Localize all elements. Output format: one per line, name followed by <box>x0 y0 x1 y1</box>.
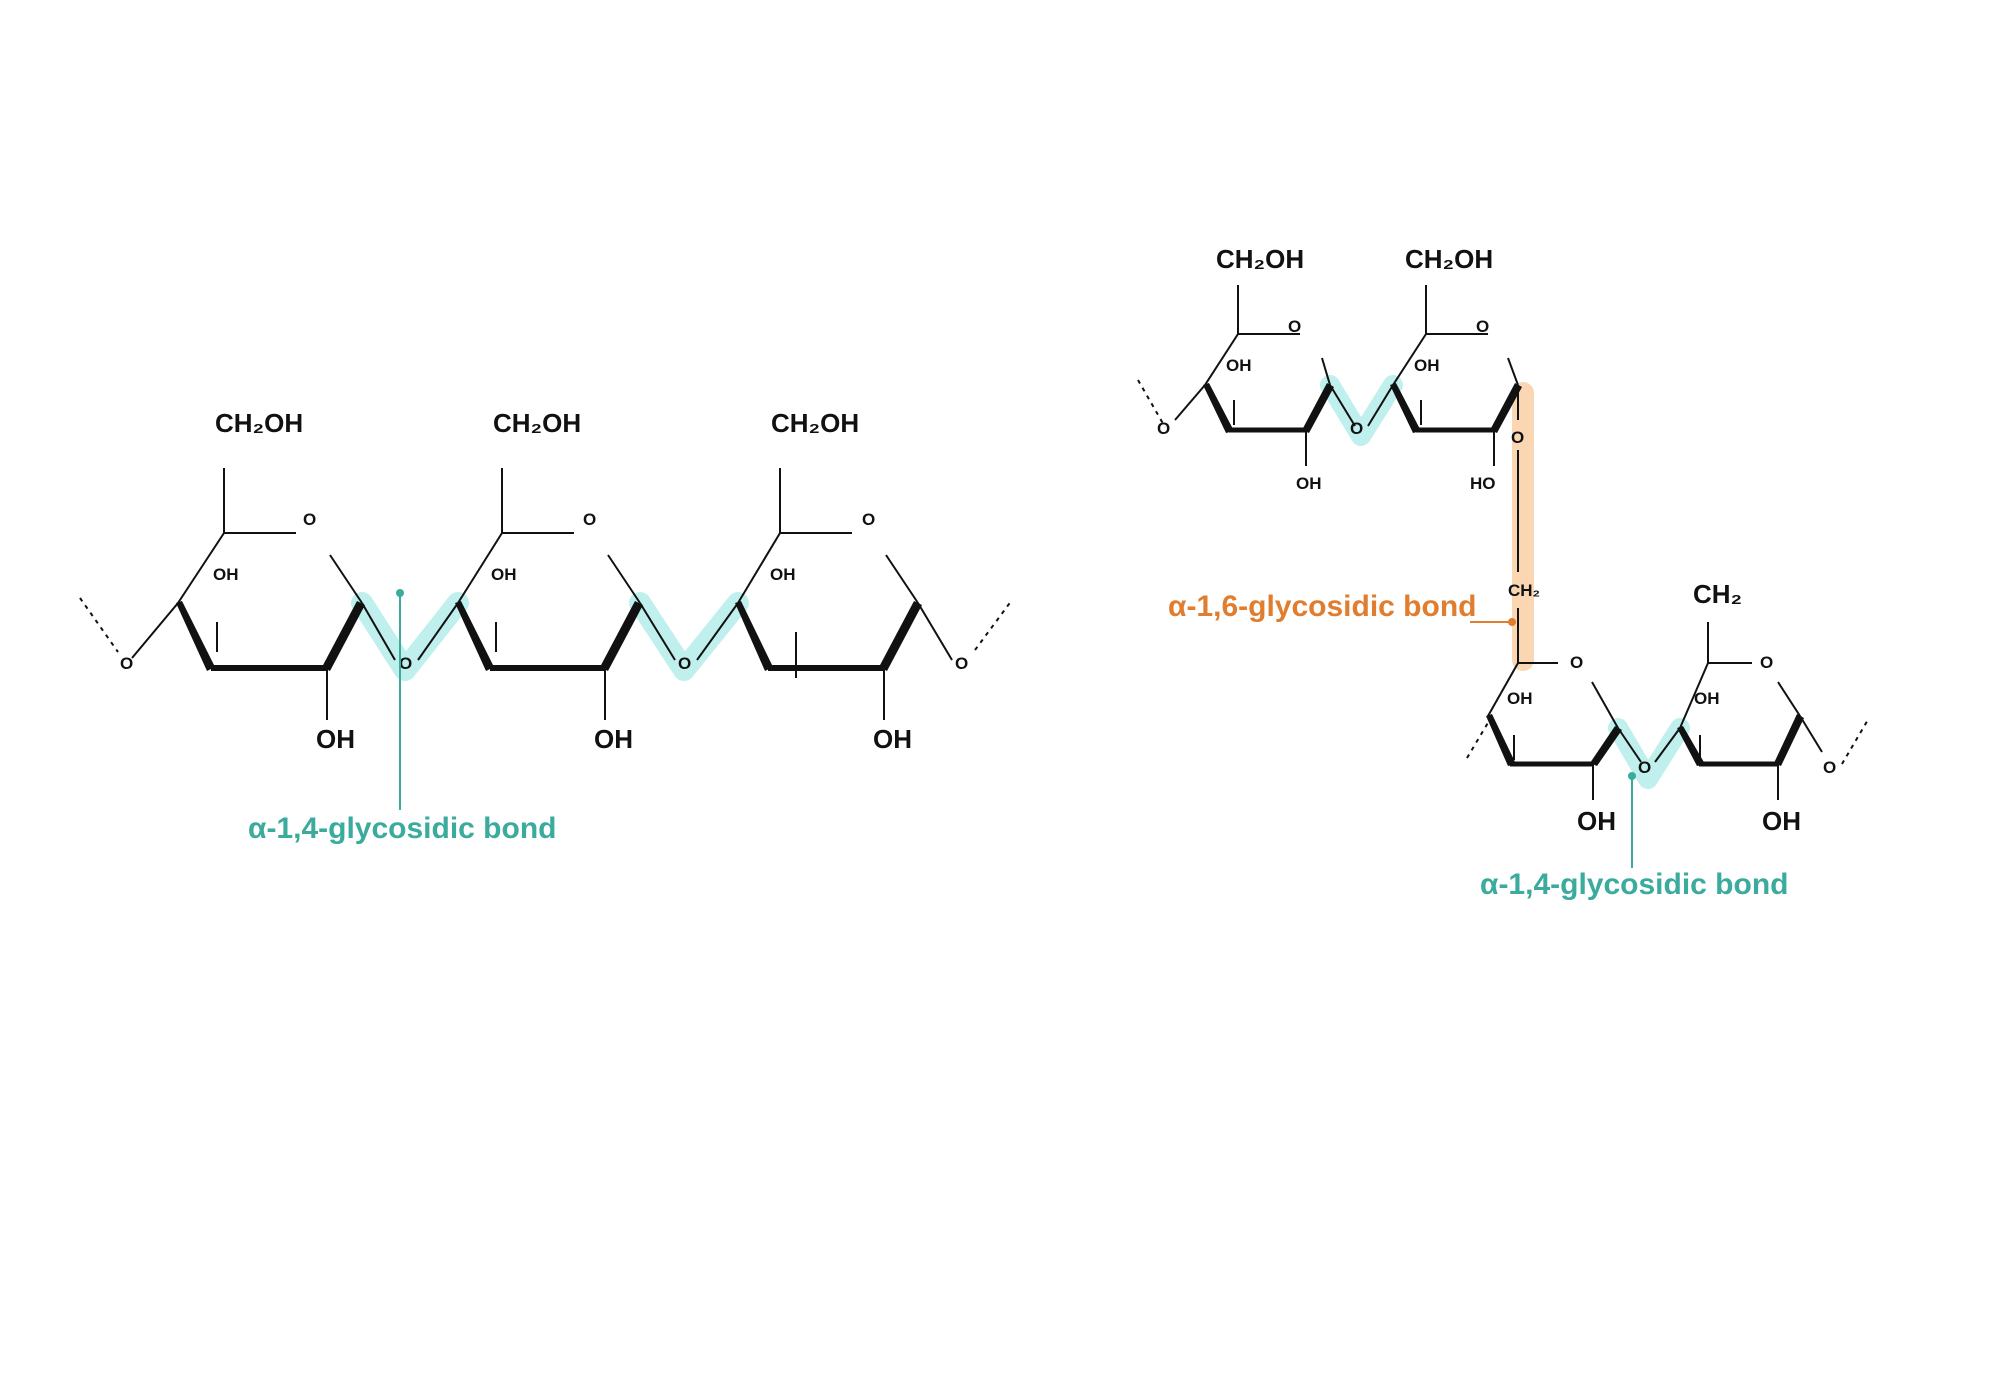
link-oxygen: O <box>1157 419 1170 438</box>
alpha14-annotation-left: α-1,4-glycosidic bond <box>248 589 556 845</box>
bottom-oh-label: OH <box>1577 806 1616 836</box>
wedge-bond <box>735 601 773 671</box>
ring-oxygen-label: O <box>862 510 875 529</box>
alpha14-annotation-right: α-1,4-glycosidic bond <box>1480 772 1788 901</box>
ring-oxygen-label: O <box>1288 317 1301 336</box>
wedge-bond <box>600 601 643 671</box>
branch-chain-ends <box>1137 379 1870 765</box>
wedge-bond <box>1390 383 1421 433</box>
inner-oh-label: OH <box>1414 356 1440 375</box>
branch-link: O CH₂ <box>1508 428 1540 663</box>
branched-chain: CH₂OH O OH OH CH₂OH O OH HO O <box>1137 244 1870 901</box>
chain-ends <box>79 597 1013 653</box>
link-oxygen: O <box>678 654 691 673</box>
wedge-bond <box>1203 383 1234 433</box>
inner-oh-label: OH <box>491 565 517 584</box>
wedge-bond <box>1677 726 1705 766</box>
link-oxygens: O O O O <box>120 654 968 673</box>
branch-highlights <box>1320 375 1690 789</box>
wedge-bond <box>1590 726 1622 766</box>
wedge-bond <box>879 601 922 671</box>
wedge-bond <box>176 601 215 671</box>
ring-oxygen-label: O <box>583 510 596 529</box>
ring-oxygen-label: O <box>1760 653 1773 672</box>
bottom-oh-label: OH <box>1296 474 1322 493</box>
inner-oh-label: OH <box>1507 689 1533 708</box>
wedge-bond <box>455 601 494 671</box>
ring-oxygen-label: O <box>1476 317 1489 336</box>
alpha14-label: α-1,4-glycosidic bond <box>248 812 556 845</box>
alpha14-highlight-bottom <box>1608 718 1690 789</box>
inner-oh-label: OH <box>213 565 239 584</box>
glucose-unit-1-labels: CH₂OH O OH OH <box>213 408 355 754</box>
wedge-bond <box>1302 383 1334 433</box>
wedge-bond <box>322 601 365 671</box>
link-oxygen: O <box>1350 419 1363 438</box>
ch2oh-label: CH₂OH <box>215 408 303 438</box>
left-chain-end <box>79 597 119 653</box>
bottom-glucose-unit-2 <box>1654 622 1823 800</box>
bottom-glucose-unit-1 <box>1486 662 1642 800</box>
branch-oxygen: O <box>1511 428 1524 447</box>
leader-dot <box>1508 618 1516 626</box>
glucose-unit-3 <box>696 468 953 720</box>
top-glucose-unit-1-labels: CH₂OH O OH OH <box>1216 244 1322 493</box>
bottom-oh-label: OH <box>873 724 912 754</box>
bottom-oh-label: OH <box>316 724 355 754</box>
top-glucose-unit-2 <box>1367 285 1522 466</box>
glucose-unit-1 <box>131 468 396 720</box>
wedge-bond <box>1774 714 1804 766</box>
alpha14-label: α-1,4-glycosidic bond <box>1480 868 1788 901</box>
top-left-chain-end <box>1137 379 1166 428</box>
ring-oxygen-label: O <box>303 510 316 529</box>
ch2oh-label: CH₂OH <box>493 408 581 438</box>
glucose-unit-2 <box>417 468 676 720</box>
alpha14-highlight-1 <box>351 592 469 681</box>
top-glucose-unit-2-labels: CH₂OH O OH HO <box>1405 244 1496 493</box>
alpha16-annotation: α-1,6-glycosidic bond <box>1168 590 1516 626</box>
bottom-glucose-unit-1-labels: O OH OH <box>1507 653 1616 836</box>
bottom-glucose-unit-2-labels: CH₂ O OH OH <box>1693 579 1801 836</box>
wedge-bond <box>1486 714 1516 766</box>
link-oxygen: O <box>955 654 968 673</box>
inner-oh-label: OH <box>1694 689 1720 708</box>
ch2oh-label: CH₂OH <box>771 408 859 438</box>
ch2-label: CH₂ <box>1693 579 1742 609</box>
wedge-bond <box>1490 383 1522 433</box>
branch-ch2-label: CH₂ <box>1508 581 1540 600</box>
ch2oh-label: CH₂OH <box>1405 244 1493 274</box>
right-chain-end <box>974 599 1013 651</box>
inner-oh-label: OH <box>770 565 796 584</box>
glucose-unit-2-labels: CH₂OH O OH OH <box>491 408 633 754</box>
linear-chain: CH₂OH O OH OH CH₂OH O OH OH <box>79 408 1013 845</box>
bottom-link-oxygens: O O <box>1638 758 1836 777</box>
inner-oh-label: OH <box>1226 356 1252 375</box>
bottom-ho-label: HO <box>1470 474 1496 493</box>
link-oxygen: O <box>1823 758 1836 777</box>
ring-oxygen-label: O <box>1570 653 1583 672</box>
bottom-oh-label: OH <box>594 724 633 754</box>
ch2oh-label: CH₂OH <box>1216 244 1304 274</box>
bottom-oh-label: OH <box>1762 806 1801 836</box>
bottom-left-chain-end <box>1466 715 1493 759</box>
link-oxygen: O <box>399 654 412 673</box>
link-oxygen: O <box>1638 758 1651 777</box>
top-glucose-unit-1 <box>1174 285 1356 466</box>
glucose-unit-3-labels: CH₂OH O OH OH <box>770 408 912 754</box>
bottom-right-chain-end <box>1841 717 1870 765</box>
top-link-oxygens: O O <box>1157 419 1363 438</box>
link-oxygen: O <box>120 654 133 673</box>
alpha16-label: α-1,6-glycosidic bond <box>1168 590 1476 623</box>
